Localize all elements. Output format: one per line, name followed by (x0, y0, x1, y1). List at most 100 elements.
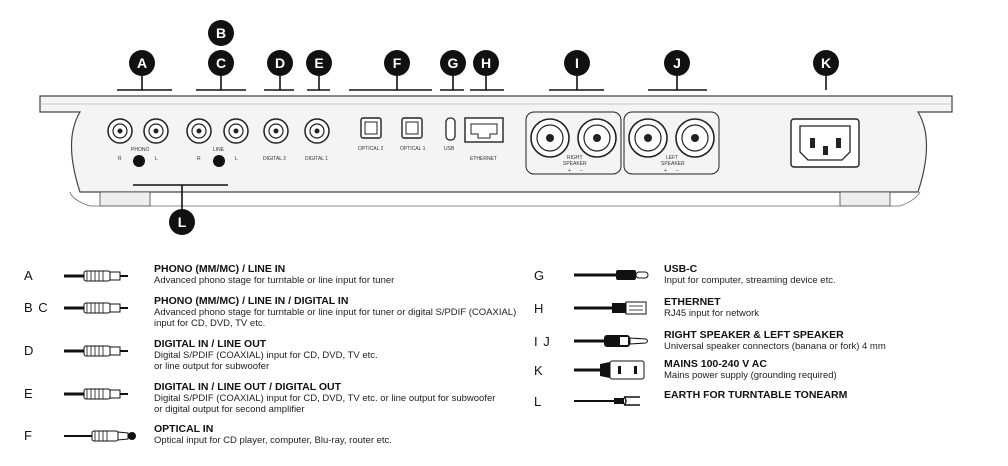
legend-right-row-1: H ETHERNET RJ45 input for network (534, 296, 760, 320)
legend-desc: input for CD, DVD, TV etc. (154, 318, 266, 329)
legend-desc: Input for computer, streaming device etc… (664, 275, 836, 286)
legend-letter: I J (534, 334, 551, 349)
polarity-minus: − (580, 168, 583, 174)
legend-title: DIGITAL IN / LINE OUT / DIGITAL OUT (154, 381, 342, 393)
rca-jack-digital2 (263, 118, 289, 144)
badge-j: J (664, 50, 690, 76)
optical-plug-icon (64, 430, 136, 442)
badge-h: H (473, 50, 499, 76)
legend-left-row-0: A PHONO (MM/MC) / LINE IN Advanced phono… (24, 263, 395, 287)
svg-text:K: K (821, 55, 831, 71)
port-label-line: LINE (213, 147, 225, 153)
legend-title: RIGHT SPEAKER & LEFT SPEAKER (664, 329, 844, 341)
svg-text:F: F (393, 55, 402, 71)
legend-desc: Digital S/PDIF (COAXIAL) input for CD, D… (154, 350, 378, 361)
svg-text:C: C (216, 55, 226, 71)
port-label-phono: PHONO (131, 147, 149, 153)
svg-text:E: E (314, 55, 323, 71)
rca-jack-line-r (186, 118, 212, 144)
polarity-minus: − (676, 168, 679, 174)
port-label-digital2: DIGITAL 2 (263, 156, 286, 162)
svg-text:A: A (137, 55, 147, 71)
legend-title: USB-C (664, 263, 698, 275)
legend-letter: D (24, 343, 35, 358)
legend-desc: RJ45 input for network (664, 308, 760, 319)
rca-jack-digital1 (304, 118, 330, 144)
rca-jack-line-l (223, 118, 249, 144)
port-label-right-speaker: RIGHT (567, 155, 583, 161)
legend-left-row-2: D DIGITAL IN / LINE OUT Digital S/PDIF (… (24, 338, 378, 373)
port-label-left-speaker-2: SPEAKER (661, 161, 685, 167)
legend-title: DIGITAL IN / LINE OUT (154, 338, 267, 350)
optical-port-1 (401, 117, 423, 139)
rca-plug-icon (64, 270, 128, 282)
legend-left-row-4: F OPTICAL IN Optical input for CD player… (24, 424, 392, 447)
rear-panel-diagram: R L R L PHONO LINE DIGITAL 2 DIGITAL 1 O… (39, 20, 953, 235)
port-label-optical2: OPTICAL 2 (358, 146, 384, 152)
port-label-l: L (155, 156, 158, 162)
svg-text:L: L (178, 214, 187, 230)
badge-l: L (169, 209, 195, 235)
callout-lines (117, 76, 827, 210)
legend-title: ETHERNET (664, 296, 721, 308)
speaker-terminals-left (623, 111, 720, 175)
legend-desc: Digital S/PDIF (COAXIAL) input for CD, D… (154, 393, 496, 404)
port-label-digital1: DIGITAL 1 (305, 156, 328, 162)
ground-screw-phono (133, 155, 145, 167)
rca-plug-icon (64, 388, 128, 400)
svg-text:B: B (216, 25, 226, 41)
badge-d: D (267, 50, 293, 76)
legend-right-row-2: I J RIGHT SPEAKER & LEFT SPEAKER Univers… (534, 329, 886, 353)
port-label-r: R (118, 156, 122, 162)
speaker-terminals-right (525, 111, 622, 175)
fork-plug-icon (574, 396, 640, 406)
optical-port-2 (360, 117, 382, 139)
legend-desc: or line output for subwoofer (154, 361, 270, 372)
polarity-plus: + (568, 168, 571, 174)
legend-title: EARTH FOR TURNTABLE TONEARM (664, 389, 848, 401)
badge-c: C (208, 50, 234, 76)
foot-left (99, 191, 151, 207)
port-label-left-speaker: LEFT (666, 155, 678, 161)
port-label-r: R (197, 156, 201, 162)
legend-letter: G (534, 268, 546, 283)
legend-letter: H (534, 301, 545, 316)
svg-text:G: G (448, 55, 459, 71)
port-label-usb: USB (444, 146, 455, 152)
svg-text:I: I (575, 55, 579, 71)
mains-plug-icon (574, 360, 645, 380)
legend-letter: F (24, 428, 33, 443)
foot-right (839, 191, 891, 207)
svg-text:D: D (275, 55, 285, 71)
mains-inlet (790, 118, 860, 168)
legend-desc: Universal speaker connectors (banana or … (664, 341, 886, 352)
legend-left-row-1: B C PHONO (MM/MC) / LINE IN / DIGITAL IN… (24, 295, 517, 330)
legend-left-row-3: E DIGITAL IN / LINE OUT / DIGITAL OUT Di… (24, 381, 496, 416)
legend-letter: B C (24, 300, 49, 315)
legend-desc: Mains power supply (grounding required) (664, 370, 837, 381)
badge-e: E (306, 50, 332, 76)
legend-right-row-4: L EARTH FOR TURNTABLE TONEARM (534, 389, 848, 410)
legend-letter: A (24, 268, 34, 283)
svg-text:J: J (673, 55, 681, 71)
badge-b: B (208, 20, 234, 46)
legend-right-row-3: K MAINS 100-240 V AC Mains power supply … (534, 359, 837, 382)
ethernet-plug-icon (574, 301, 647, 315)
legend-desc: Advanced phono stage for turntable or li… (154, 275, 395, 286)
rca-jack-phono-l (143, 118, 169, 144)
badge-k: K (813, 50, 839, 76)
badge-i: I (564, 50, 590, 76)
port-label-optical1: OPTICAL 1 (400, 146, 426, 152)
usb-c-plug-icon (574, 270, 649, 280)
polarity-plus: + (664, 168, 667, 174)
legend-desc: Advanced phono stage for turntable or li… (154, 307, 517, 318)
rca-plug-icon (64, 345, 128, 357)
svg-text:H: H (481, 55, 491, 71)
legend-letter: E (24, 386, 34, 401)
badge-a: A (129, 50, 155, 76)
port-label-l: L (235, 156, 238, 162)
badge-f: F (384, 50, 410, 76)
legend-title: PHONO (MM/MC) / LINE IN (154, 263, 286, 275)
ethernet-port (464, 117, 504, 143)
legend-title: PHONO (MM/MC) / LINE IN / DIGITAL IN (154, 295, 349, 307)
